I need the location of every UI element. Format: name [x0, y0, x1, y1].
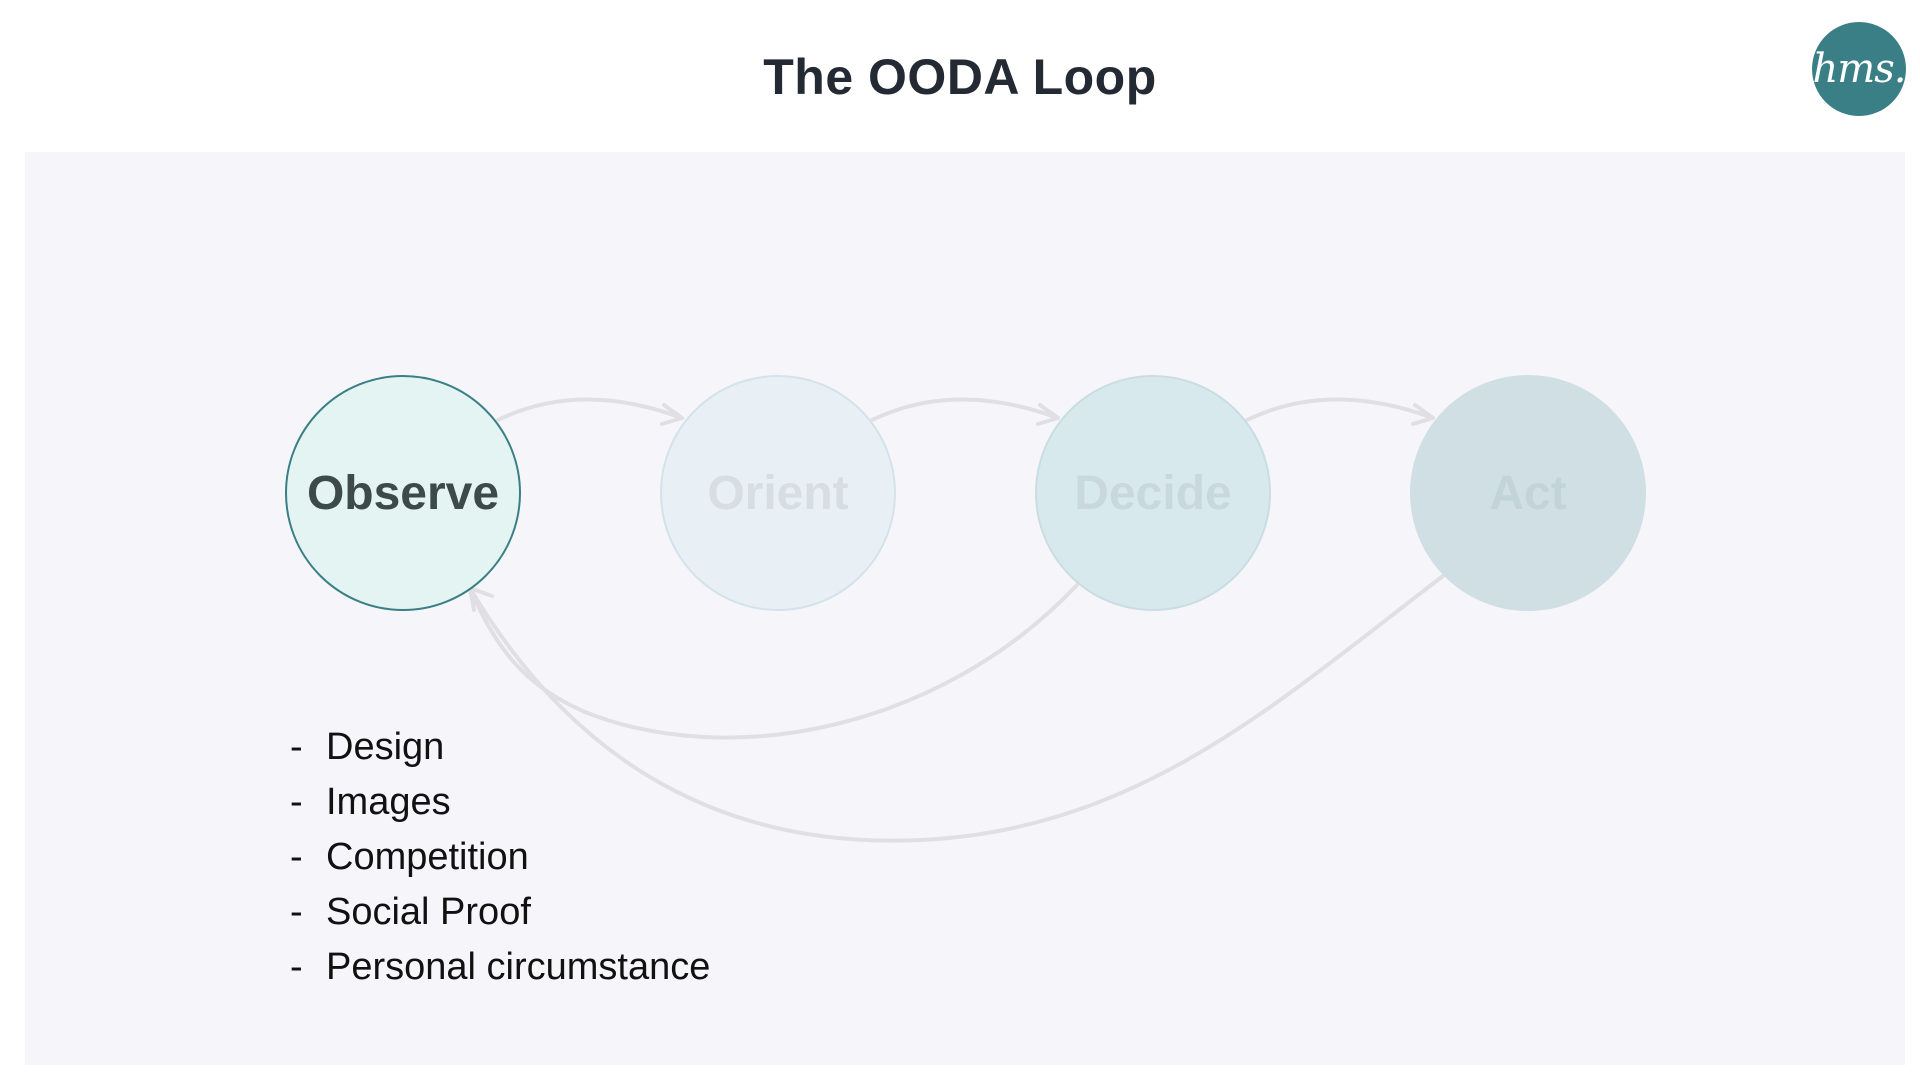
arrow-decide-back-to-observe — [468, 583, 1079, 740]
page-title: The OODA Loop — [763, 49, 1157, 105]
arrowhead-orient — [660, 403, 684, 426]
node-act-label: Act — [1489, 466, 1567, 520]
list-item-text: Images — [326, 781, 451, 823]
list-item-text: Personal circumstance — [326, 946, 711, 988]
arrow-orient-to-decide — [870, 397, 1060, 422]
observe-factors-list: -Design -Images -Competition -Social Pro… — [290, 720, 710, 995]
list-item: -Competition — [290, 830, 710, 885]
list-item-text: Competition — [326, 836, 529, 878]
node-observe: Observe — [285, 375, 521, 611]
arrow-decide-to-act — [1245, 397, 1435, 422]
list-item: -Social Proof — [290, 885, 710, 940]
node-decide-label: Decide — [1074, 466, 1232, 520]
diagram-panel — [25, 152, 1905, 1065]
arrowhead-decide — [1036, 403, 1060, 426]
node-observe-label: Observe — [306, 466, 500, 520]
bullet-dash: - — [290, 891, 303, 933]
arrow-act-back-to-observe — [468, 574, 1445, 843]
arrowhead-act — [1411, 403, 1435, 426]
bullet-dash: - — [290, 726, 303, 768]
arrow-observe-to-orient — [496, 397, 684, 422]
bullet-dash: - — [290, 946, 303, 988]
node-orient: Orient — [660, 375, 896, 611]
list-item: -Design — [290, 720, 710, 775]
hms-logo: hms. — [1812, 22, 1906, 116]
node-orient-label: Orient — [707, 466, 849, 520]
list-item: -Images — [290, 775, 710, 830]
node-decide: Decide — [1035, 375, 1271, 611]
list-item: -Personal circumstance — [290, 940, 710, 995]
bullet-dash: - — [290, 836, 303, 878]
list-item-text: Design — [326, 726, 445, 768]
list-item-text: Social Proof — [326, 891, 531, 933]
bullet-dash: - — [290, 781, 303, 823]
node-act: Act — [1410, 375, 1646, 611]
